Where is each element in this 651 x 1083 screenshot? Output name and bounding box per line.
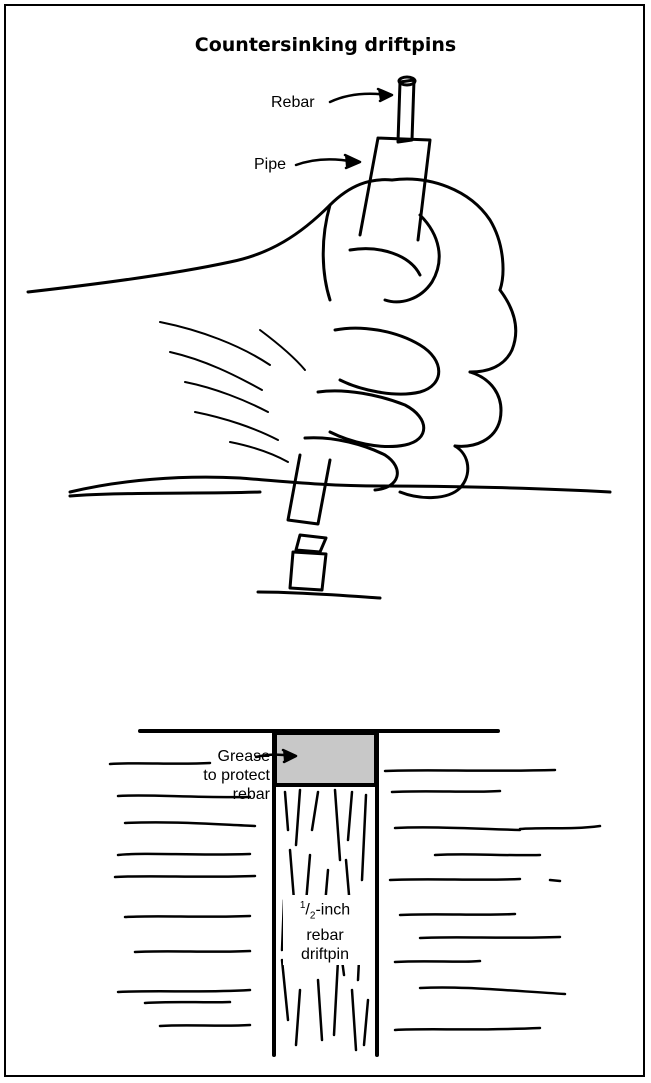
grease-label-line3: rebar (180, 785, 270, 804)
grease-label-line1: Grease (180, 747, 270, 766)
rebar-arrow (330, 89, 392, 102)
driftpin-size-suffix: -inch (315, 901, 350, 918)
driftpin-label-line2: rebar (285, 926, 365, 945)
fraction-numerator: 1 (300, 900, 306, 911)
grease-label-line2: to protect (180, 766, 270, 785)
driftpin-label-line1: 1/2-inch (285, 896, 365, 926)
pipe-arrow (296, 155, 360, 168)
rebar-label: Rebar (271, 93, 315, 112)
driftpin-label-line3: driftpin (285, 945, 365, 964)
hand-drawing (28, 77, 610, 598)
grease-label: Grease to protect rebar (180, 747, 270, 804)
driftpin-label: 1/2-inch rebar driftpin (283, 895, 367, 965)
pipe-label: Pipe (254, 155, 286, 174)
